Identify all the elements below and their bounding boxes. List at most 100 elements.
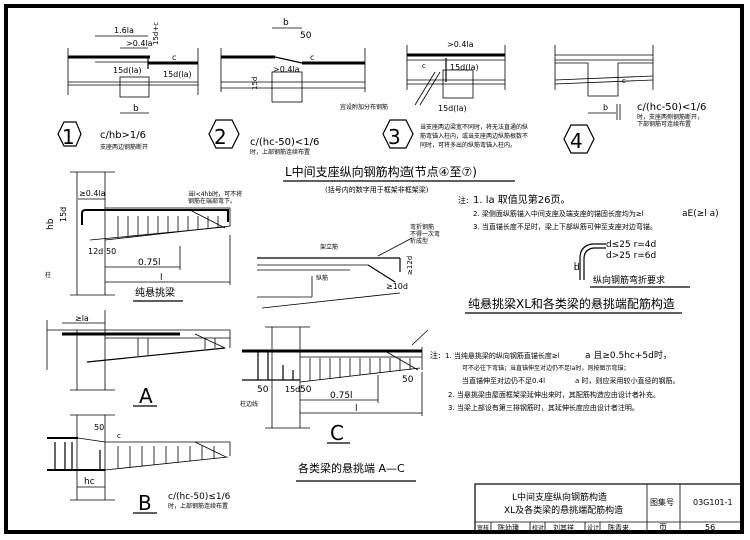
dim-label: 15d(la) [163, 70, 192, 79]
node-note: 筋弯锚入柱内，或当支座两边纵筋根数不 [420, 132, 528, 140]
note-prefix: 注: [458, 195, 469, 205]
callout-note: 弯折钢筋 [410, 223, 434, 231]
node-note: 时，上部钢筋连续布置 [250, 148, 310, 156]
dim-label: l [160, 273, 163, 283]
note-item: 1. 当纯悬挑梁的纵向钢筋直锚长度≥l [445, 351, 560, 360]
dim-label: c [622, 77, 626, 85]
note-item: 1. la 取值见第26页。 [473, 193, 571, 206]
node-condition: c/hb>1/6 [100, 130, 146, 141]
node-number: 2 [214, 125, 227, 149]
dim-label: 50 [257, 385, 269, 395]
rebar-label: 架立筋 [320, 243, 338, 251]
reviewer-name: 陈幼璠 [498, 523, 519, 532]
dim-label: d [574, 263, 580, 273]
dim-label: ≥la [75, 314, 89, 323]
bend-radius-rule: d≤25 r=4d [606, 240, 656, 250]
dim-label: 12d [88, 247, 103, 256]
detail-title: 纵向钢筋弯折要求 [593, 274, 665, 286]
detail-a: ≥la A [46, 310, 231, 408]
rebar-bend-detail: 架立筋 纵筋 ≥12d ≥10d 弯折钢筋 不得一次弯 折成型 [257, 223, 440, 309]
detail-c: 50 15d 50 0.75l l 50 柱边线 C [240, 326, 429, 445]
note-item: 3. 当梁上部设有第三排钢筋时，其延伸长度应由设计者注明。 [448, 403, 639, 412]
dim-label: b [283, 18, 289, 28]
column-label: 柱边线 [240, 400, 258, 408]
dim-label: c [117, 432, 121, 440]
detail-label: B [138, 491, 152, 515]
dim-label: b [133, 104, 139, 114]
checker-name: 刘其祥 [553, 523, 574, 532]
node-note: 时，支座两侧钢筋断开， [637, 113, 703, 121]
callout-note: 当l<4hb时，可不将 [188, 190, 242, 198]
section-subtitle: (括号内的数字用于框架非框架梁) [325, 185, 429, 194]
atlas-number: 03G101-1 [693, 498, 733, 507]
bend-requirement-detail: d≤25 r=4d d>25 r=6d d 纵向钢筋弯折要求 [574, 240, 690, 288]
section-subtitle: (节点④至⑦) [410, 165, 477, 179]
detail-condition: c/(hc-50)≤1/6 [168, 492, 231, 502]
column-label: 柱 [45, 271, 51, 279]
detail-b: 50 c hc B c/(hc-50)≤1/6 时，上部钢筋连续布置 [47, 414, 231, 515]
notes-block-2: 注: 1. 当纯悬挑梁的纵向钢筋直锚长度≥l a 且≥0.5hc+5d时， 可不… [430, 349, 680, 412]
callout-note: 不得一次弯 [410, 230, 440, 238]
note-prefix: 注: [430, 350, 441, 360]
dim-label: l [355, 404, 358, 414]
node-2-detail: b 50 c >0.4la 15d 2 c/(hc-50)<1/6 时，上部钢筋… [208, 18, 366, 156]
notes-block-1: 注: 1. la 取值见第26页。 2. 梁侧面纵筋锚入中间支座及端支座的锚固长… [458, 193, 719, 231]
note-item: 2. 当悬挑梁由屋面框架梁延伸出来时，其配筋构造应由设计者补充。 [448, 390, 660, 399]
dim-label: >0.4la [126, 39, 153, 48]
dim-label: 0.75l [330, 391, 353, 401]
note-item: 2. 梁侧面纵筋锚入中间支座及端支座的锚固长度均为≥l [473, 209, 644, 218]
dim-label: ≥0.4la [79, 189, 106, 198]
dim-label: hc [84, 477, 95, 487]
dim-label: 15d [285, 385, 300, 394]
designer-name: 陈青来 [608, 523, 629, 532]
node-4-detail: c b c/(hc-50)<1/6 时，支座两侧钢筋断开， 下部钢筋可连续布置 … [554, 45, 706, 154]
detail-note: 时，上部钢筋连续布置 [168, 502, 228, 510]
node-number-badge [563, 124, 595, 154]
node-condition: c/(hc-50)<1/6 [250, 137, 319, 148]
dim-label: 15d+c [152, 22, 160, 45]
section-title: L中间支座纵向钢筋构造 [285, 164, 412, 179]
dim-label: hb [46, 218, 56, 230]
node-number: 4 [570, 129, 583, 153]
node-number: 1 [62, 125, 75, 149]
pure-cantilever-detail: ≥0.4la hb 15d 12d 50 0.75l l 柱 纯悬挑梁 当l<4… [45, 171, 242, 302]
rebar-label: 纵筋 [316, 274, 328, 282]
dim-label: ≥12d [406, 256, 414, 275]
dim-label: 1.6la [114, 26, 134, 35]
atlas-label: 图集号 [650, 497, 674, 507]
dim-label: >0.4la [447, 40, 474, 49]
node-number-badge [208, 119, 240, 149]
section-title: 各类梁的悬挑端 A—C [298, 461, 405, 475]
node-note: 下部钢筋可连续布置 [637, 120, 691, 128]
dim-label: 50 [94, 423, 104, 432]
page-number: 56 [705, 523, 715, 532]
node-number-badge [57, 121, 82, 147]
dim-label: c [172, 53, 176, 62]
dim-label: 50 [300, 31, 312, 41]
dim-label: c [310, 53, 314, 62]
rebar-callout: 宜设附加分布钢筋 [340, 103, 388, 111]
note-item: 当直锚伸至对边仍不足0.4l [462, 376, 545, 385]
node-note: 当支座两边梁宽不同时，将无法直通的纵 [420, 123, 528, 131]
check-label: 校对 [532, 524, 544, 532]
dim-label: b [603, 103, 608, 112]
node-1-detail: 1.6la >0.4la 15d+c c 15d(la) 15d(la) b 1… [57, 22, 199, 151]
title-block: L中间支座纵向钢筋构造 XL及各类梁的悬挑端配筋构造 图集号 03G101-1 … [474, 483, 743, 533]
drawing-title: L中间支座纵向钢筋构造 [512, 491, 607, 503]
detail-title: 纯悬挑梁 [135, 286, 175, 299]
page-label: 页 [659, 523, 667, 532]
bend-radius-rule: d>25 r=6d [606, 251, 656, 261]
detail-label: C [330, 421, 344, 445]
review-label: 审核 [477, 524, 489, 532]
detail-label: A [139, 384, 153, 408]
drawing-title: XL及各类梁的悬挑端配筋构造 [504, 504, 623, 516]
dim-label: 15d [59, 207, 68, 222]
node-condition: c/(hc-50)<1/6 [637, 102, 706, 113]
dim-label: 50 [402, 375, 414, 385]
note-item: a 且≥0.5hc+5d时， [585, 349, 672, 361]
node-note: 支座两边钢筋断开 [100, 143, 148, 151]
node-note: 同时，可将多出的纵筋弯锚入柱内。 [420, 141, 516, 149]
dim-label: 15d(la) [438, 104, 467, 113]
dim-label: 50 [300, 385, 312, 395]
